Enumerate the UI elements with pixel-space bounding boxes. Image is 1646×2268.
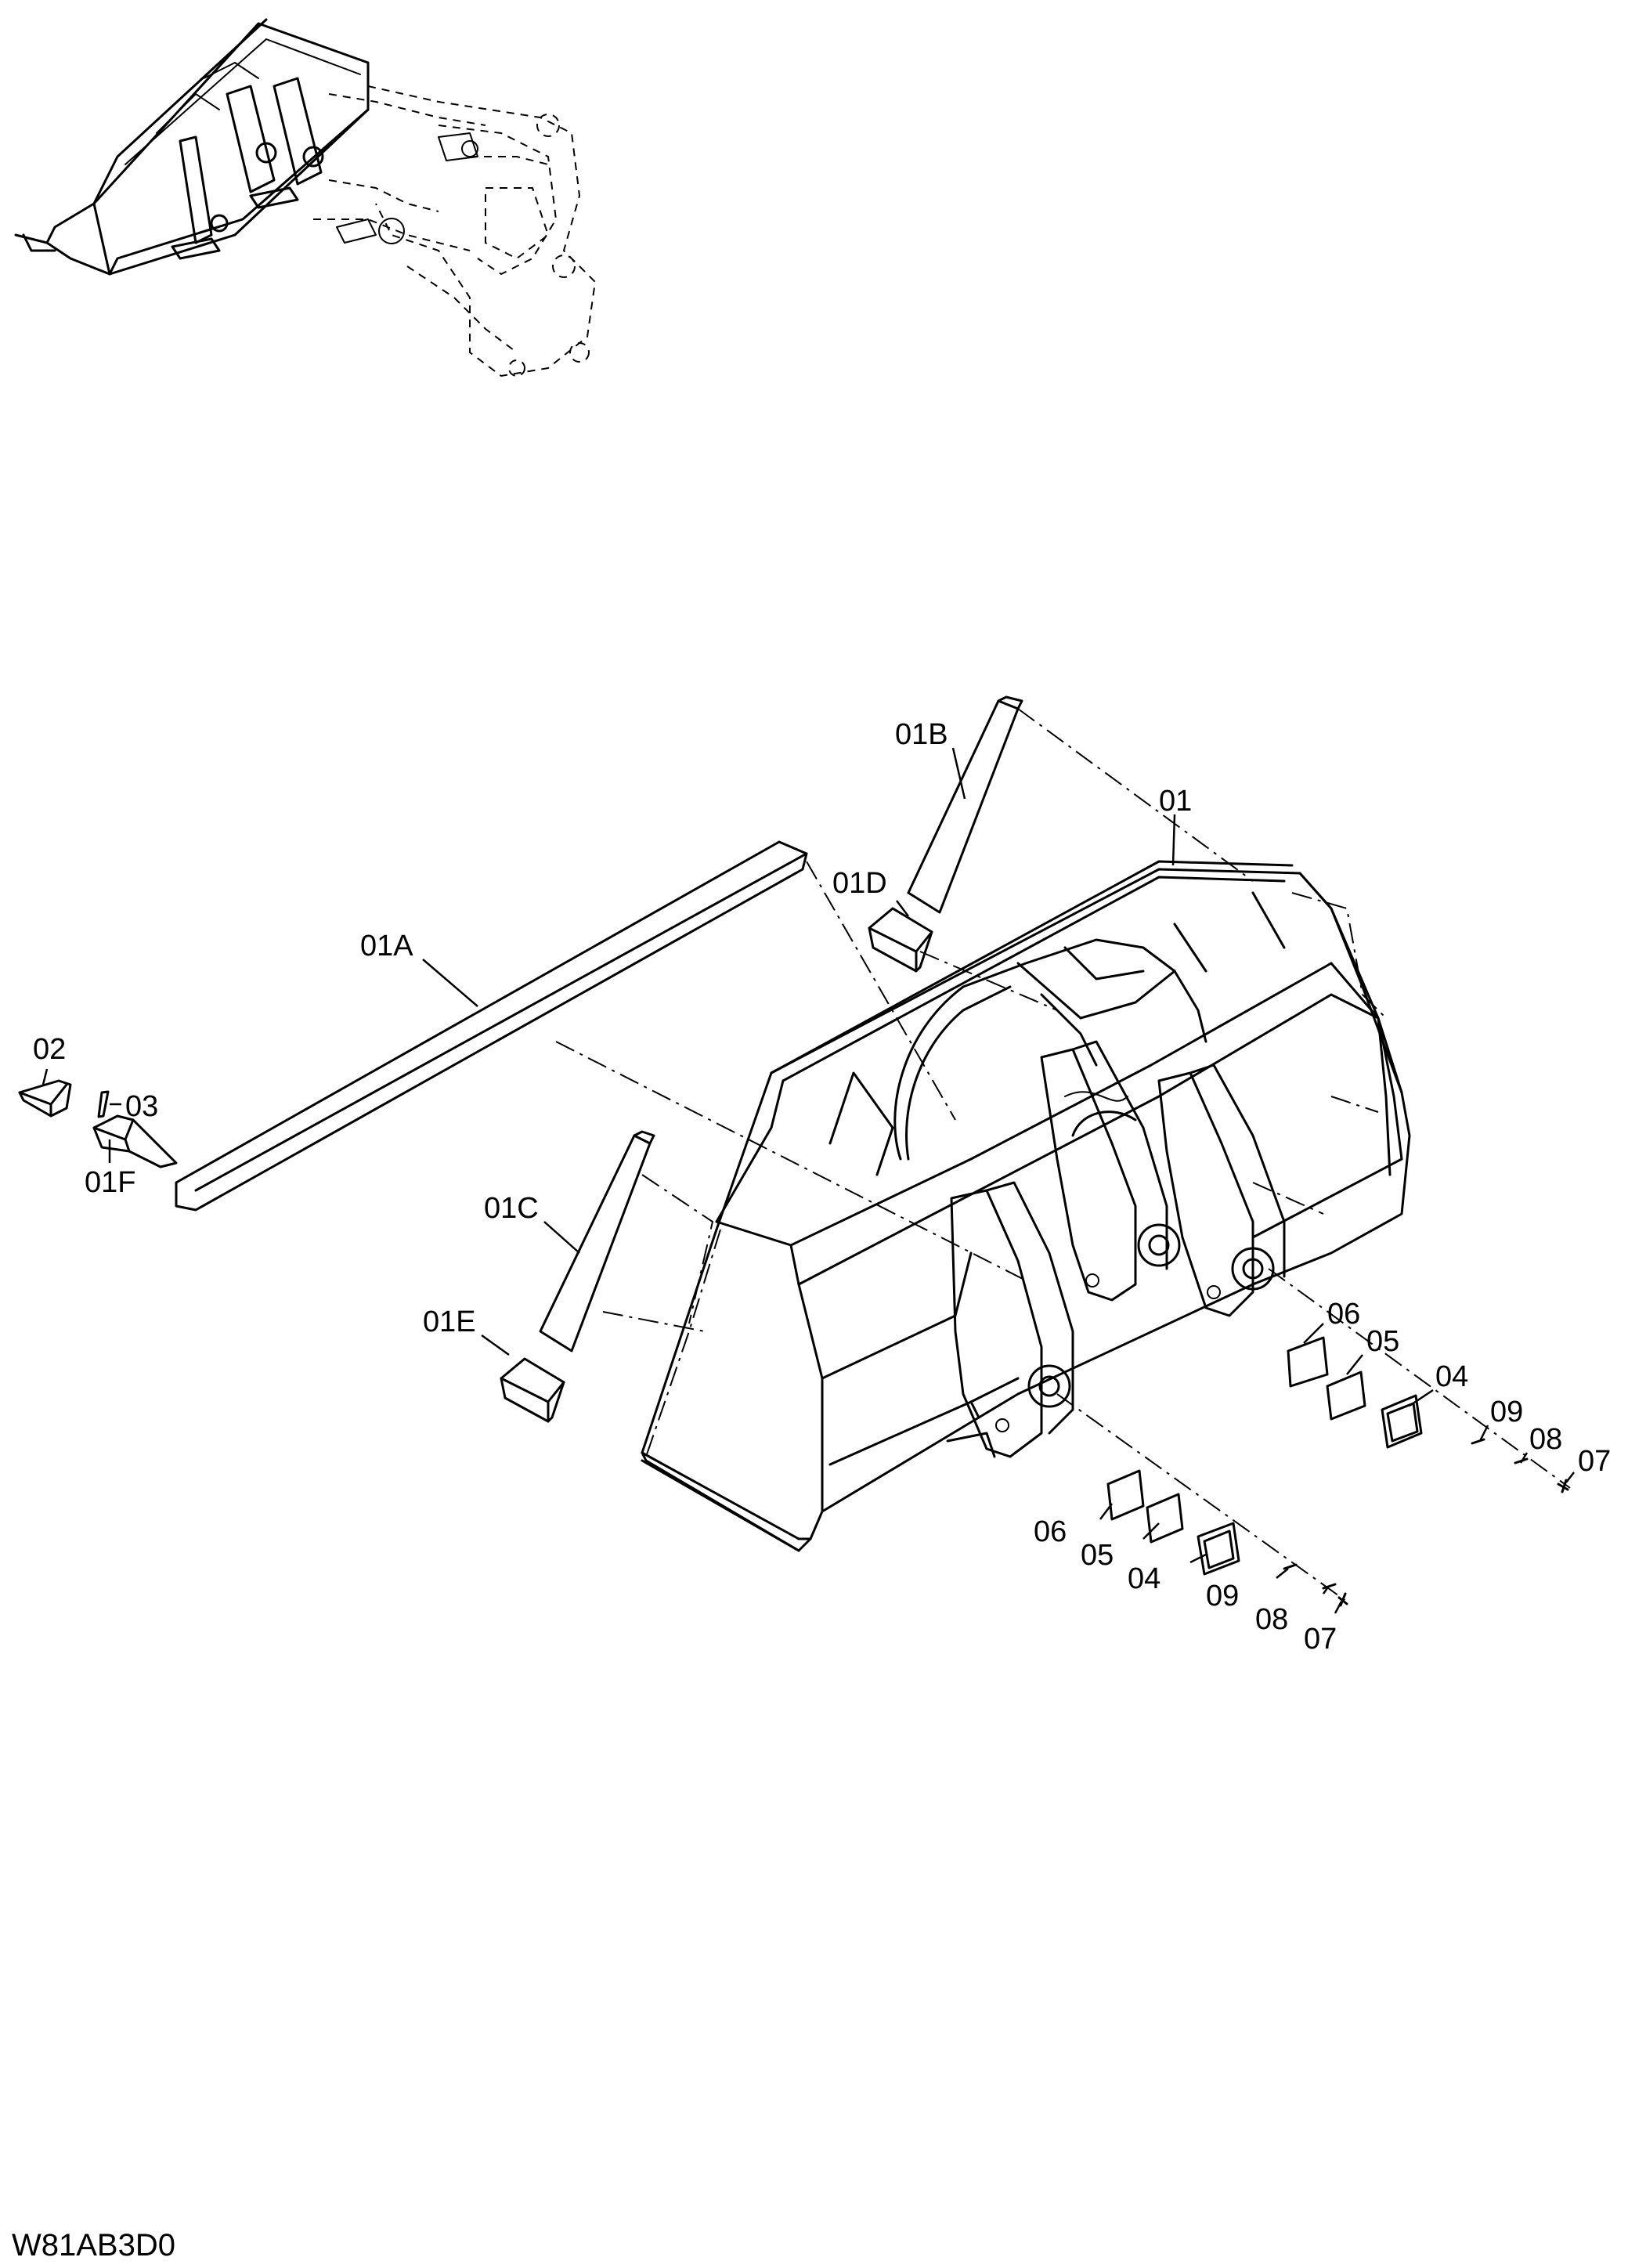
- assembly-centerlines: [555, 708, 1571, 1602]
- callout-03: 03: [125, 1090, 158, 1123]
- hardware-stack-lower: [1106, 1469, 1348, 1607]
- callout-01b: 01B: [895, 718, 948, 751]
- callout-02: 02: [33, 1033, 66, 1066]
- callout-07-upper: 07: [1578, 1445, 1611, 1478]
- callout-01c: 01C: [484, 1192, 539, 1225]
- callout-06-lower: 06: [1034, 1515, 1067, 1548]
- inset-bucket-assembly-view: [14, 18, 597, 377]
- part-01d-wear-block: [868, 907, 933, 973]
- hardware-stack-upper: [1287, 1336, 1569, 1493]
- leader-lines: [42, 747, 1575, 1614]
- callout-04-upper: 04: [1435, 1360, 1468, 1393]
- callout-06-upper: 06: [1327, 1298, 1360, 1331]
- callout-09-lower: 09: [1206, 1580, 1239, 1613]
- callout-04-lower: 04: [1128, 1562, 1161, 1595]
- part-01a-cutting-edge: [175, 840, 808, 1212]
- bucket-body: [641, 860, 1411, 1552]
- callout-07-lower: 07: [1304, 1623, 1337, 1656]
- part-02-tooth: [18, 1079, 72, 1118]
- callout-08-lower: 08: [1255, 1603, 1288, 1636]
- callout-01: 01: [1159, 785, 1192, 818]
- part-01f-adapter: [92, 1114, 178, 1168]
- callout-01e: 01E: [423, 1306, 476, 1338]
- callout-05-lower: 05: [1081, 1539, 1114, 1572]
- part-01c-side-cutter: [539, 1130, 655, 1352]
- callout-01d: 01D: [832, 867, 887, 900]
- callout-labels: 01 01A 01B 01C 01D 01E 01F 02 03 06 05 0…: [33, 718, 1611, 1656]
- callout-05-upper: 05: [1366, 1325, 1399, 1358]
- callout-08-upper: 08: [1529, 1423, 1562, 1456]
- callout-01f: 01F: [85, 1166, 135, 1199]
- callout-01a: 01A: [360, 930, 413, 962]
- part-03-pin: [97, 1090, 110, 1118]
- drawing-code: W81AB3D0: [12, 2228, 175, 2263]
- part-01e-wear-block: [500, 1357, 565, 1423]
- callout-09-upper: 09: [1490, 1396, 1523, 1428]
